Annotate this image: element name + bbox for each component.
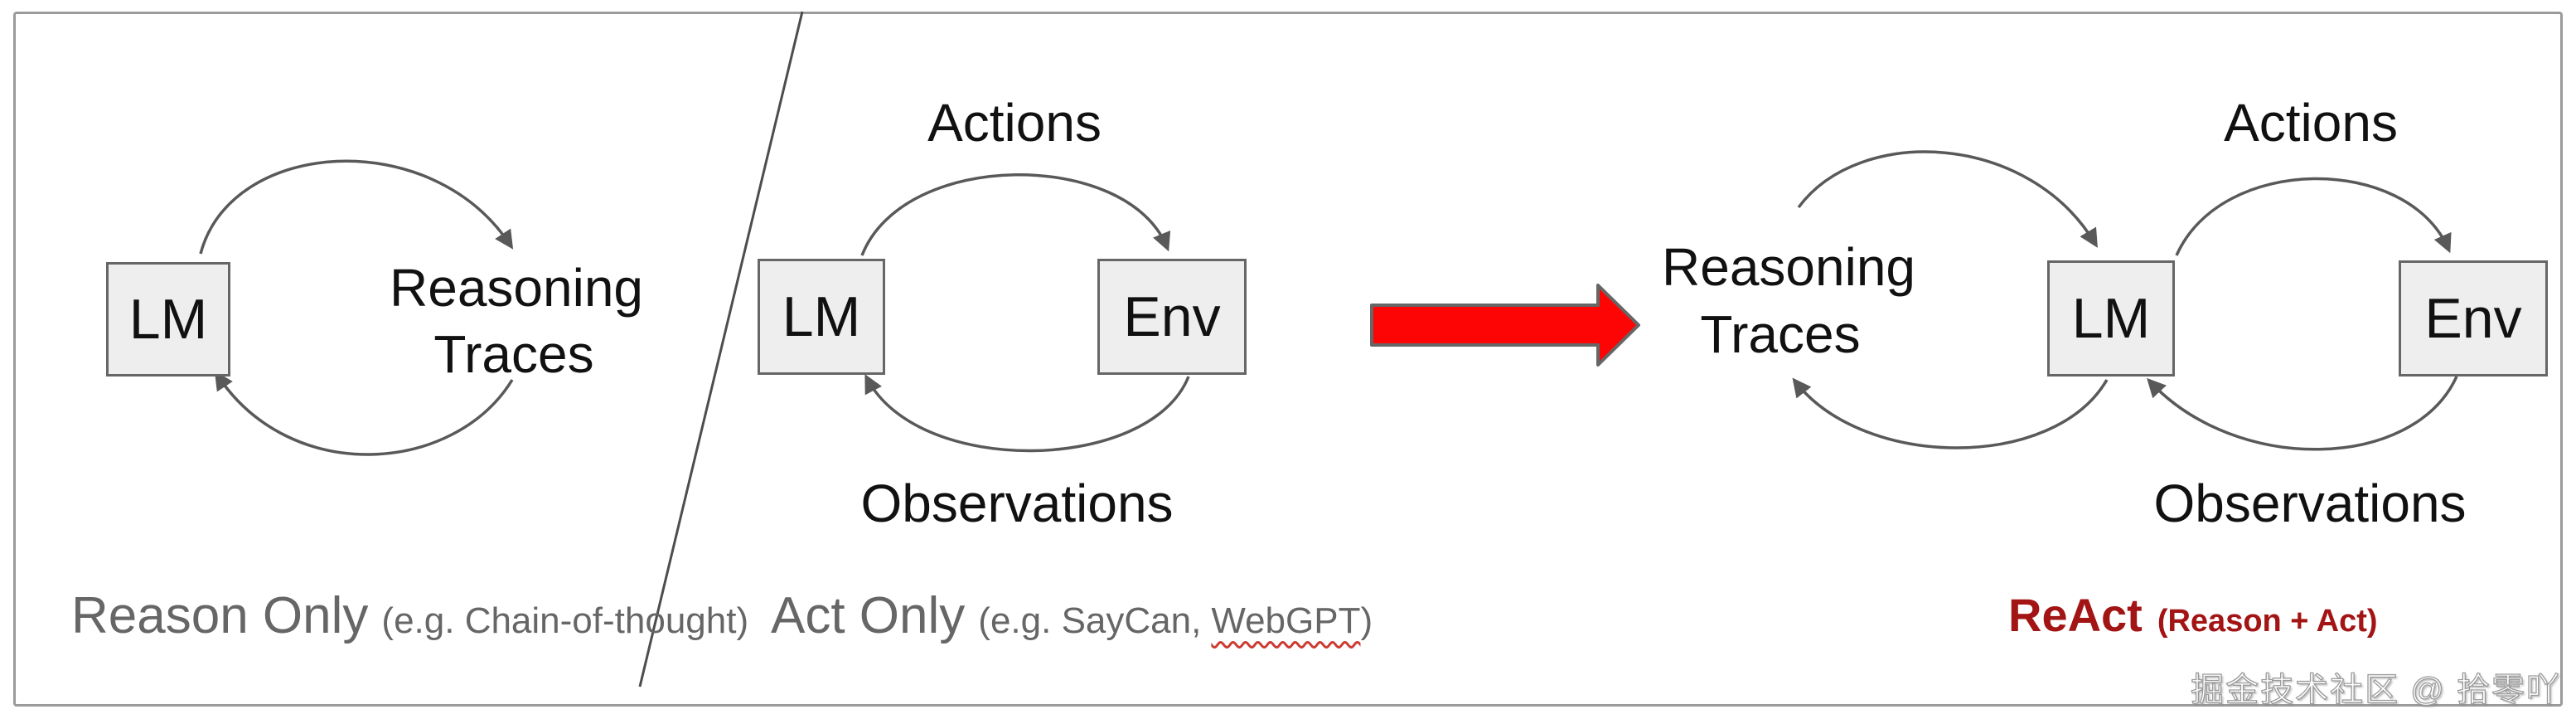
- reason-loop-top-arrow: [199, 159, 514, 255]
- act-actions-arrow: [860, 173, 1171, 256]
- act-only-caption: Act Only (e.g. SayCan,WebGPT): [771, 590, 1373, 642]
- act-only-actions-label: Actions: [927, 93, 1102, 153]
- reason-only-caption-note: (e.g. Chain-of-thought): [381, 600, 749, 641]
- reason-only-caption: Reason Only (e.g. Chain-of-thought): [71, 590, 748, 642]
- act-observations-arrow: [864, 373, 1190, 453]
- act-only-caption-note: (e.g. SayCan,WebGPT): [978, 603, 1373, 639]
- lm-node-label: LM: [782, 285, 861, 348]
- env-node-label: Env: [2424, 287, 2522, 350]
- reason-only-lm-node: LM: [106, 262, 230, 377]
- act-only-observations-label: Observations: [860, 474, 1174, 533]
- red-arrow-icon: [1370, 284, 1640, 367]
- lm-node-label: LM: [128, 288, 208, 351]
- react-reason-loop-top-arrow: [1797, 150, 2098, 248]
- react-lm-node: LM: [2047, 260, 2175, 377]
- reason-loop-bottom-arrow: [214, 371, 514, 456]
- react-caption-note: (Reason + Act): [2157, 604, 2378, 639]
- panel-divider-line: [638, 11, 804, 687]
- react-caption: ReAct (Reason + Act): [2008, 592, 2378, 639]
- act-only-note-suffix: ): [1360, 600, 1373, 641]
- react-reason-loop-bottom-arrow: [1792, 377, 2109, 449]
- lm-node-label: LM: [2071, 287, 2151, 350]
- react-observations-label: Observations: [2153, 474, 2467, 533]
- juejin-watermark: 掘金技术社区 @ 拾零吖: [2191, 671, 2561, 708]
- reason-only-caption-title: Reason Only: [71, 587, 369, 644]
- react-reasoning-label-line2: Traces: [1700, 304, 1861, 364]
- act-only-note-prefix: (e.g. SayCan,: [978, 600, 1202, 641]
- react-actions-arrow: [2175, 177, 2452, 256]
- act-only-note-webgpt-misspelled: WebGPT: [1211, 600, 1361, 641]
- env-node-label: Env: [1123, 285, 1221, 348]
- react-actions-label: Actions: [2224, 93, 2398, 153]
- react-caption-title: ReAct: [2008, 589, 2143, 641]
- react-reasoning-label-line1: Reasoning: [1662, 237, 1915, 297]
- react-env-node: Env: [2399, 260, 2548, 377]
- reasoning-traces-label-line1: Reasoning: [390, 258, 643, 318]
- act-only-caption-title: Act Only: [771, 587, 966, 644]
- act-only-env-node: Env: [1097, 259, 1247, 375]
- act-only-lm-node: LM: [758, 259, 885, 375]
- reasoning-traces-label-line2: Traces: [433, 324, 594, 384]
- react-observations-arrow: [2147, 376, 2458, 451]
